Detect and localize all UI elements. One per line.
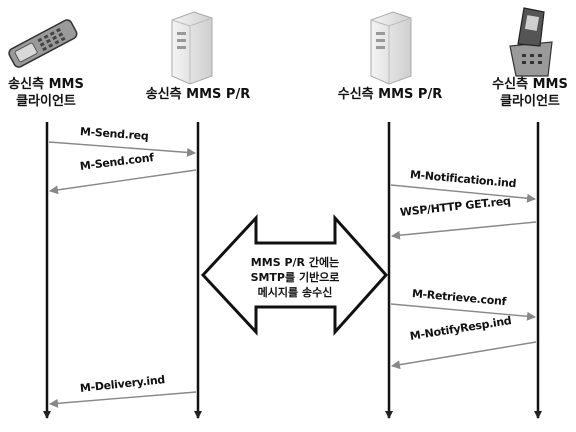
actor-label-line: 송신측 MMS P/R: [145, 87, 251, 102]
message-arrow-m-send-conf: [49, 169, 197, 195]
actor-label-line: 수신측 MMS: [492, 77, 568, 92]
actor-label-receiver-relay: 수신측 MMS P/R: [322, 86, 458, 103]
actor-label-receiver-client: 수신측 MMS 클라이언트: [484, 76, 576, 110]
message-arrow-m-notifyresp-ind: [391, 341, 537, 370]
center-note-line: MMS P/R 간에는: [250, 256, 340, 269]
actor-label-line: 클라이언트: [16, 94, 76, 109]
message-arrow-m-notification-ind: [390, 184, 536, 203]
mobile-phone-icon: [8, 19, 78, 68]
center-note-line: 메시지를 송수신: [257, 286, 333, 299]
message-arrow-wsp-http-get-req: [391, 221, 537, 240]
actor-label-sender-relay: 송신측 MMS P/R: [130, 86, 266, 103]
message-arrow-m-send-req: [48, 141, 196, 157]
message-arrow-m-delivery-ind: [49, 391, 197, 408]
flip-phone-icon: [509, 7, 553, 77]
center-note-line: SMTP를 기반으로: [250, 271, 340, 284]
server-icon: [370, 11, 412, 85]
actor-label-sender-client: 송신측 MMS 클라이언트: [0, 76, 92, 110]
smtp-double-arrow: [200, 214, 389, 336]
actor-label-line: 클라이언트: [500, 94, 560, 109]
actor-label-line: 수신측 MMS P/R: [337, 87, 443, 102]
center-note: MMS P/R 간에는 SMTP를 기반으로 메시지를 송수신: [238, 255, 352, 300]
server-icon: [171, 11, 213, 85]
message-arrow-m-retrieve-conf: [390, 303, 536, 321]
actor-label-line: 송신측 MMS: [8, 77, 84, 92]
